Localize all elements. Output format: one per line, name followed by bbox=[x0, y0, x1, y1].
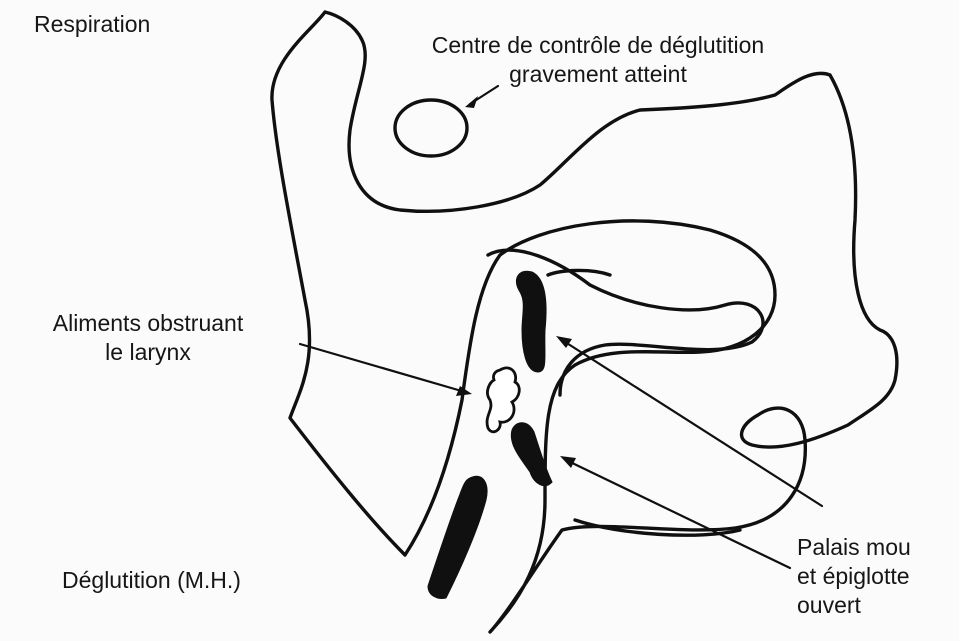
soft-palate-label: Palais mou et épiglotte ouvert bbox=[797, 533, 911, 620]
control-center-label-line1: Centre de contrôle de déglutition bbox=[368, 31, 828, 60]
food-obstruction-label-line1: Aliments obstruant bbox=[12, 309, 284, 338]
arrow-soft-palate bbox=[562, 340, 822, 506]
soft-palate-label-line1: Palais mou bbox=[797, 533, 911, 562]
control-center-label: Centre de contrôle de déglutition gravem… bbox=[368, 31, 828, 89]
food-obstruction-label-line2: le larynx bbox=[12, 338, 284, 367]
control-center-circle bbox=[395, 100, 467, 156]
arrowhead-soft-palate bbox=[556, 336, 572, 348]
arrow-food bbox=[300, 344, 465, 392]
soft-palate-tip bbox=[516, 271, 546, 372]
food-bolus bbox=[487, 368, 519, 432]
arrowhead-epiglottis bbox=[560, 456, 576, 468]
swallowing-label: Déglutition (M.H.) bbox=[62, 566, 241, 595]
respiration-label: Respiration bbox=[34, 10, 150, 39]
arrowhead-control-center bbox=[465, 96, 478, 108]
soft-palate-label-line3: ouvert bbox=[797, 591, 911, 620]
control-center-label-line2: gravement atteint bbox=[368, 60, 828, 89]
arrow-epiglottis bbox=[566, 460, 790, 568]
soft-palate-label-line2: et épiglotte bbox=[797, 562, 911, 591]
soft-palate bbox=[548, 270, 610, 275]
food-obstruction-label: Aliments obstruant le larynx bbox=[12, 309, 284, 367]
